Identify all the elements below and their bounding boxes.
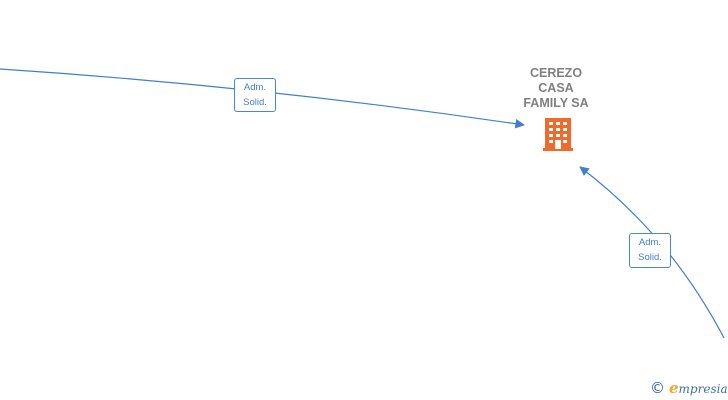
company-name-line-3: FAMILY SA (523, 96, 589, 110)
company-name-line-1: CEREZO (529, 66, 583, 80)
edge-2-role-line-1: Adm. (638, 237, 662, 248)
empresia-watermark: ©empresia (650, 379, 728, 397)
empresia-logo-initial: e (669, 379, 679, 397)
building-icon[interactable] (543, 118, 573, 151)
edge-1-role-badge[interactable]: Adm. Solid. (234, 78, 276, 112)
company-name[interactable]: CEREZO CASA FAMILY SA (496, 66, 616, 111)
copyright-icon: © (650, 379, 665, 397)
empresia-logo-text: mpresia (678, 382, 728, 396)
edge-1-role-line-1: Adm. (243, 82, 267, 93)
edge-1-role-line-2: Solid. (243, 97, 267, 108)
edge-2-role-line-2: Solid. (638, 252, 662, 263)
company-name-line-2: CASA (538, 81, 574, 95)
edge-2-role-badge[interactable]: Adm. Solid. (629, 233, 671, 268)
